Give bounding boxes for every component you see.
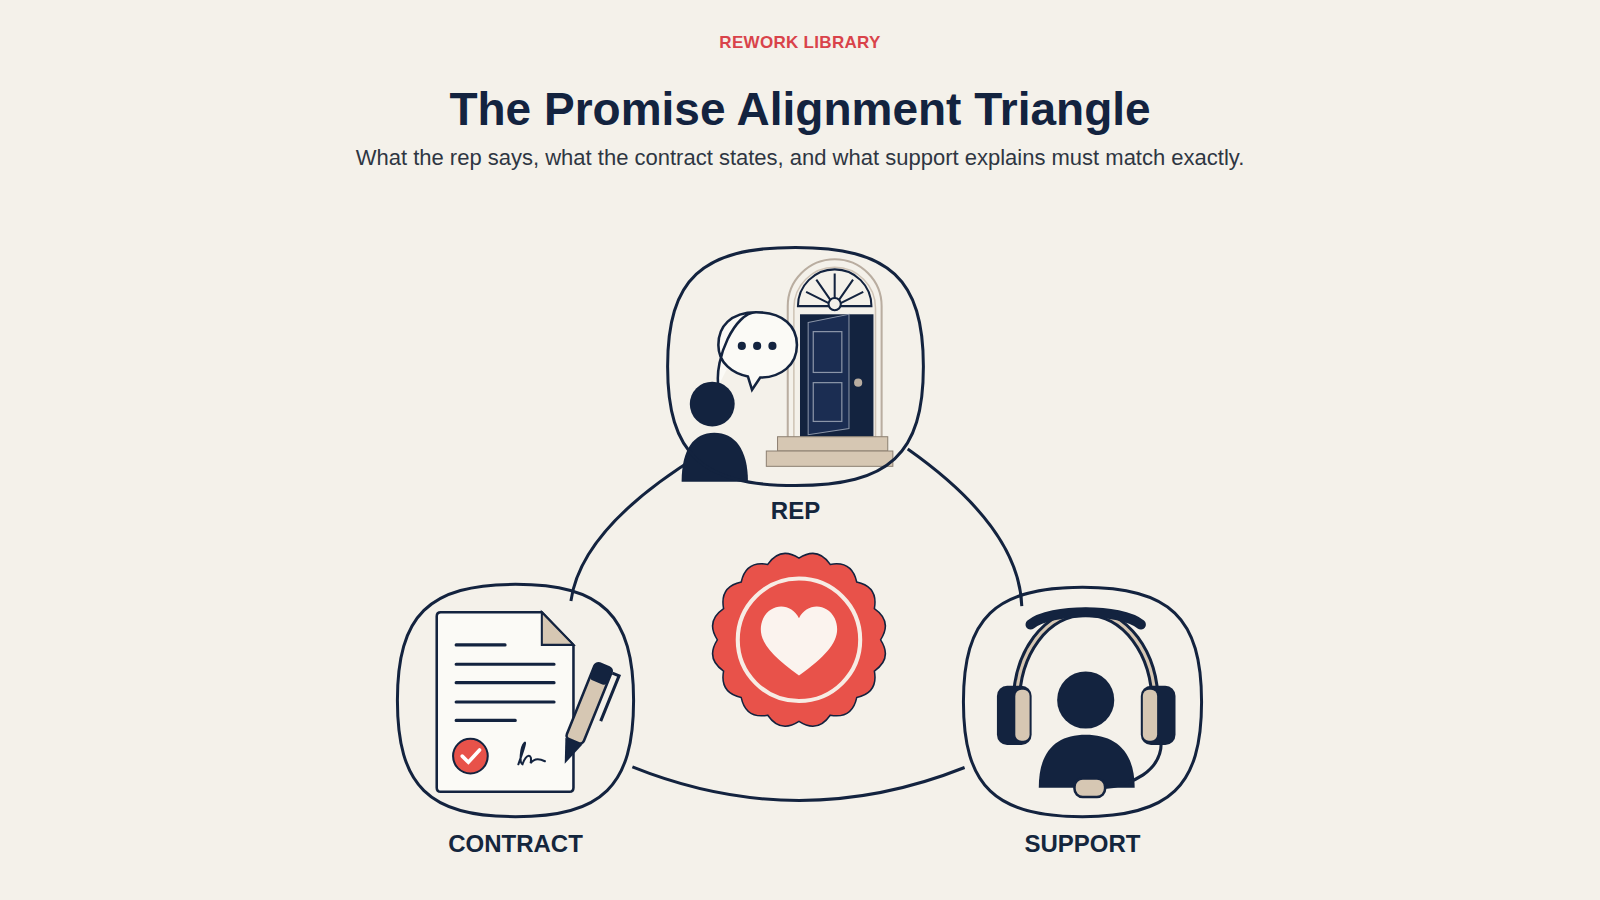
node-label: CONTRACT [355,830,676,858]
blob-outline [665,245,926,488]
contract-node: CONTRACT [395,582,636,819]
blob-outline-path [963,587,1201,816]
contract-icon [437,612,621,792]
rep-node: REP [665,245,926,488]
blob-outline-path [668,247,924,485]
connector-curve [908,449,1022,606]
caption: What the rep says, what the contract sta… [0,145,1600,171]
heart-badge [713,553,886,726]
blob-outline-path [397,584,633,816]
blob-outline [961,585,1204,819]
connector-curve [632,767,964,801]
blob-outline [395,582,636,819]
eyebrow-label: REWORK LIBRARY [0,33,1600,53]
support-node: SUPPORT [961,585,1204,819]
rep-icon [682,259,893,481]
node-label: REP [625,497,966,525]
support-icon [997,612,1176,797]
title: The Promise Alignment Triangle [0,82,1600,136]
node-label: SUPPORT [921,830,1244,858]
